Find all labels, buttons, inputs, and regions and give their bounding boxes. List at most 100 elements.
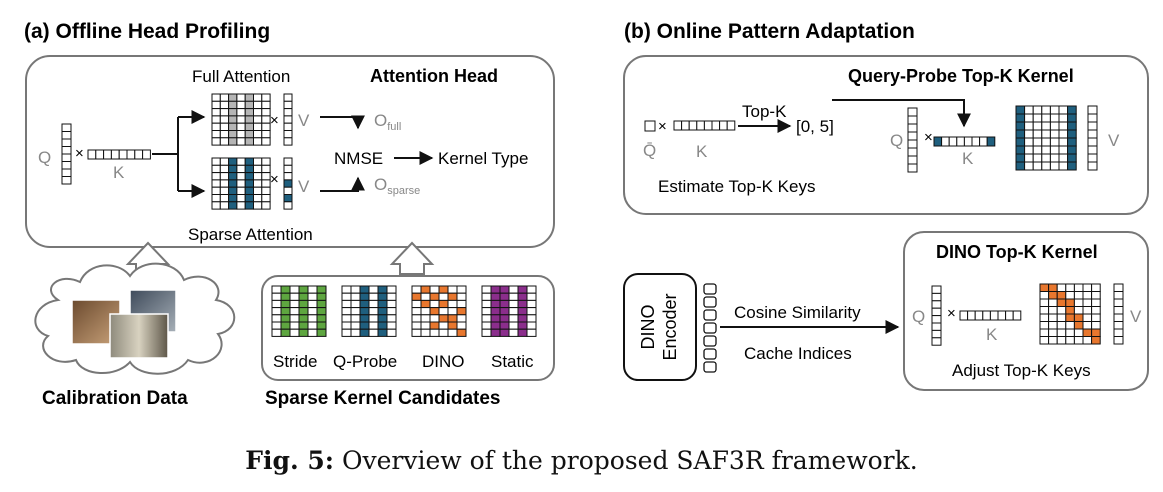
dino-encoder-box xyxy=(623,273,697,381)
v2-cell xyxy=(1113,328,1124,337)
qprobe-cell xyxy=(350,328,361,337)
topk-label: Top-K xyxy=(742,102,787,121)
q1-cell xyxy=(907,147,918,157)
sparse-attn-cell xyxy=(211,194,221,203)
full-attn-cell xyxy=(236,93,246,102)
static-cell xyxy=(490,307,501,316)
dino-grid-cell xyxy=(1073,321,1084,330)
sparse-attn-cell xyxy=(236,186,246,195)
stride-cell xyxy=(316,307,327,316)
qprobe-grid-cell xyxy=(1058,145,1069,155)
qprobe-cell xyxy=(350,321,361,330)
full-attn-cell xyxy=(228,108,238,117)
static-cell xyxy=(490,321,501,330)
qprobe-cell xyxy=(377,307,388,316)
v2-cell xyxy=(1113,306,1124,315)
sparse-attn-cell xyxy=(211,179,221,188)
static-cell xyxy=(499,328,510,337)
dino-grid-cell xyxy=(1082,313,1093,322)
q2-cell xyxy=(931,292,942,302)
v-vector-qprobe xyxy=(1087,105,1098,171)
dino-cell xyxy=(438,285,449,294)
dino-attention-matrix xyxy=(1039,283,1101,345)
q-cell xyxy=(61,161,72,170)
caption-label: Fig. 5: xyxy=(245,446,335,475)
cosine-label: Cosine Similarity xyxy=(734,303,861,322)
dino-grid-cell xyxy=(1065,336,1075,345)
k-cell xyxy=(95,149,105,160)
static-cell xyxy=(481,292,492,301)
attention-head-title: Attention Head xyxy=(370,66,498,86)
qprobe-kernel-title: Query-Probe Top-K Kernel xyxy=(848,66,1074,86)
sparse-attn-cell xyxy=(236,157,246,166)
static-cell xyxy=(481,328,492,337)
v2-cell xyxy=(1113,291,1124,300)
dino-cell xyxy=(429,321,440,330)
static-cell xyxy=(517,321,528,330)
dino-grid-cell xyxy=(1048,321,1058,330)
k1-cell xyxy=(681,120,690,131)
v1-cell xyxy=(1087,153,1098,163)
dino-grid-cell xyxy=(1039,328,1050,337)
qprobe-cell xyxy=(386,314,397,323)
static-cell xyxy=(499,307,510,316)
sparse-attn-cell xyxy=(261,179,271,188)
dino-cell xyxy=(438,292,449,301)
q1-cell xyxy=(907,131,918,141)
q1-cell xyxy=(907,107,918,117)
sparse-attn-cell xyxy=(253,201,263,210)
qprobe-cell xyxy=(386,299,397,309)
static-cell xyxy=(526,307,537,316)
qprobe-grid-cell xyxy=(1032,145,1043,155)
full-attention-matrix xyxy=(211,93,271,146)
dino-grid-cell xyxy=(1073,291,1084,300)
stride-cell xyxy=(289,328,300,337)
static-cell xyxy=(481,314,492,323)
full-attn-cell xyxy=(244,130,254,139)
qprobe-cell xyxy=(386,285,397,294)
full-attn-cell xyxy=(253,130,263,139)
dino-cell xyxy=(447,314,458,323)
q1-cell xyxy=(907,115,918,125)
sparse-attention-label: Sparse Attention xyxy=(188,225,313,244)
qprobe-grid-cell xyxy=(1015,145,1026,155)
k2-cell xyxy=(956,136,965,147)
calibration-photo-3 xyxy=(109,313,169,359)
qprobe-grid-cell xyxy=(1024,121,1034,131)
qprobe-kernel-box xyxy=(623,55,1149,215)
dino-cell xyxy=(411,285,422,294)
candidate-stride: Stride xyxy=(273,352,317,371)
dino-cell xyxy=(429,292,440,301)
sparse-attn-cell xyxy=(228,194,238,203)
full-attn-cell xyxy=(219,108,230,117)
q2-cell xyxy=(931,337,942,346)
candidate-static: Static xyxy=(491,352,534,371)
dino-grid-cell xyxy=(1048,283,1058,292)
dino-grid-cell xyxy=(1056,298,1067,307)
range-label: [0, 5] xyxy=(796,117,834,136)
k-label-a: K xyxy=(113,163,125,182)
qprobe-grid-cell xyxy=(1041,153,1051,163)
embedding-cell xyxy=(703,335,717,347)
k-cell xyxy=(110,149,120,160)
full-attn-cell xyxy=(244,108,254,117)
static-cell xyxy=(517,328,528,337)
qprobe-grid-cell xyxy=(1024,137,1034,147)
static-cell xyxy=(517,299,528,309)
k3-cell xyxy=(997,310,1007,321)
qprobe-cell xyxy=(377,299,388,309)
sparse-attn-cell xyxy=(261,164,271,174)
qprobe-grid-cell xyxy=(1015,153,1026,163)
qprobe-grid-cell xyxy=(1067,145,1077,155)
dino-grid-cell xyxy=(1056,283,1067,292)
sparse-attn-cell xyxy=(261,186,271,195)
dino-grid-cell xyxy=(1091,298,1101,307)
qprobe-grid-cell xyxy=(1024,161,1034,171)
stride-cell xyxy=(316,328,327,337)
sparse-attn-cell xyxy=(219,201,230,210)
dino-cell xyxy=(411,314,422,323)
full-attn-cell xyxy=(261,115,271,124)
nmse-label: NMSE xyxy=(334,149,383,168)
qprobe-grid-cell xyxy=(1058,129,1069,139)
